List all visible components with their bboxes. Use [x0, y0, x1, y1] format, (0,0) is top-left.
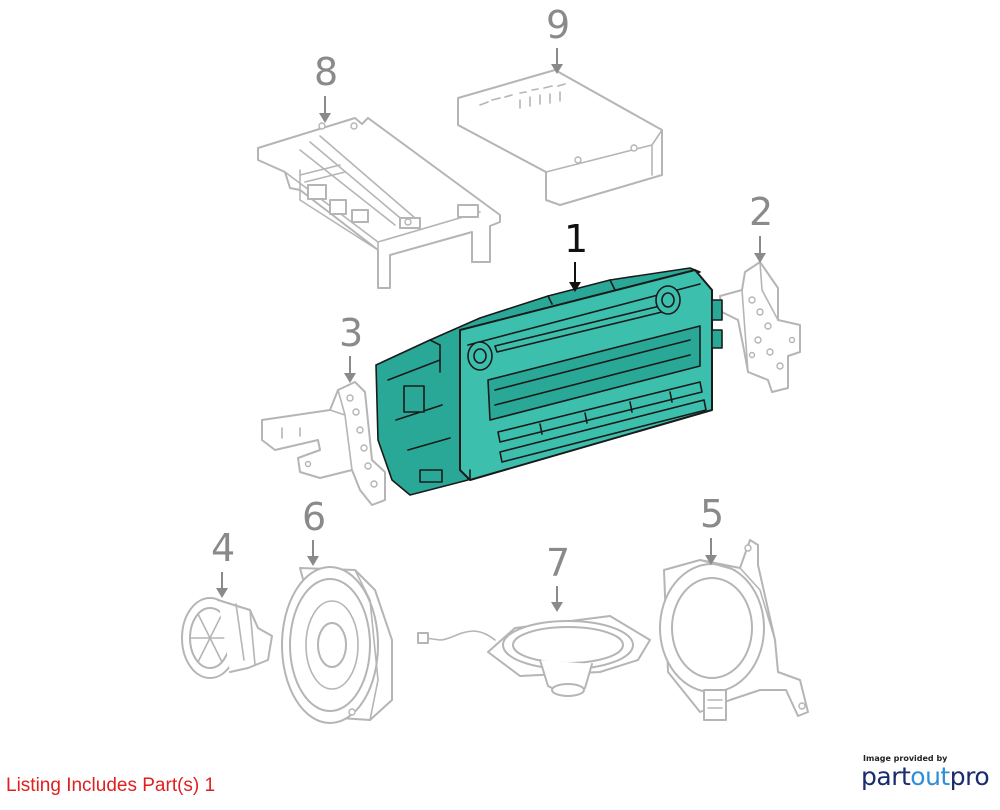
callout-4-label: 4 — [211, 526, 235, 570]
part-4-tweeter — [181, 597, 273, 679]
callout-1-label: 1 — [564, 217, 588, 261]
part-6-woofer — [281, 566, 393, 724]
logo-word-out: out — [910, 762, 950, 791]
logo-word-pro: pro — [949, 762, 990, 791]
callout-1: 1 — [564, 217, 588, 292]
part-2-bracket — [719, 261, 801, 393]
listing-parts-note: Listing Includes Part(s) 1 — [6, 775, 216, 796]
callout-3-label: 3 — [339, 311, 363, 355]
part-7-oval-speaker — [417, 615, 651, 697]
part-9-cover — [457, 69, 663, 206]
callout-7-label: 7 — [546, 541, 570, 585]
part-3-bracket — [261, 381, 386, 506]
callout-2: 2 — [749, 190, 773, 263]
callout-5: 5 — [700, 492, 724, 565]
logo-wordmark: partoutpro — [861, 762, 990, 791]
callout-4: 4 — [211, 526, 235, 598]
callout-2-label: 2 — [749, 190, 773, 234]
logo-caption: Image provided by — [863, 754, 948, 763]
callout-3: 3 — [339, 311, 363, 383]
partoutpro-logo: Image provided by partoutpro — [858, 754, 990, 802]
part-5-speaker — [659, 539, 809, 721]
callout-7: 7 — [546, 541, 570, 612]
callout-9: 9 — [546, 3, 570, 74]
callout-8: 8 — [314, 50, 338, 123]
part-1-radio-unit — [375, 267, 723, 496]
callout-8-label: 8 — [314, 50, 338, 94]
callout-9-label: 9 — [546, 3, 570, 47]
callout-6: 6 — [302, 495, 326, 566]
callout-6-label: 6 — [302, 495, 326, 539]
logo-word-part: part — [861, 762, 911, 791]
callout-5-label: 5 — [700, 492, 724, 536]
part-8-amplifier — [257, 117, 501, 289]
